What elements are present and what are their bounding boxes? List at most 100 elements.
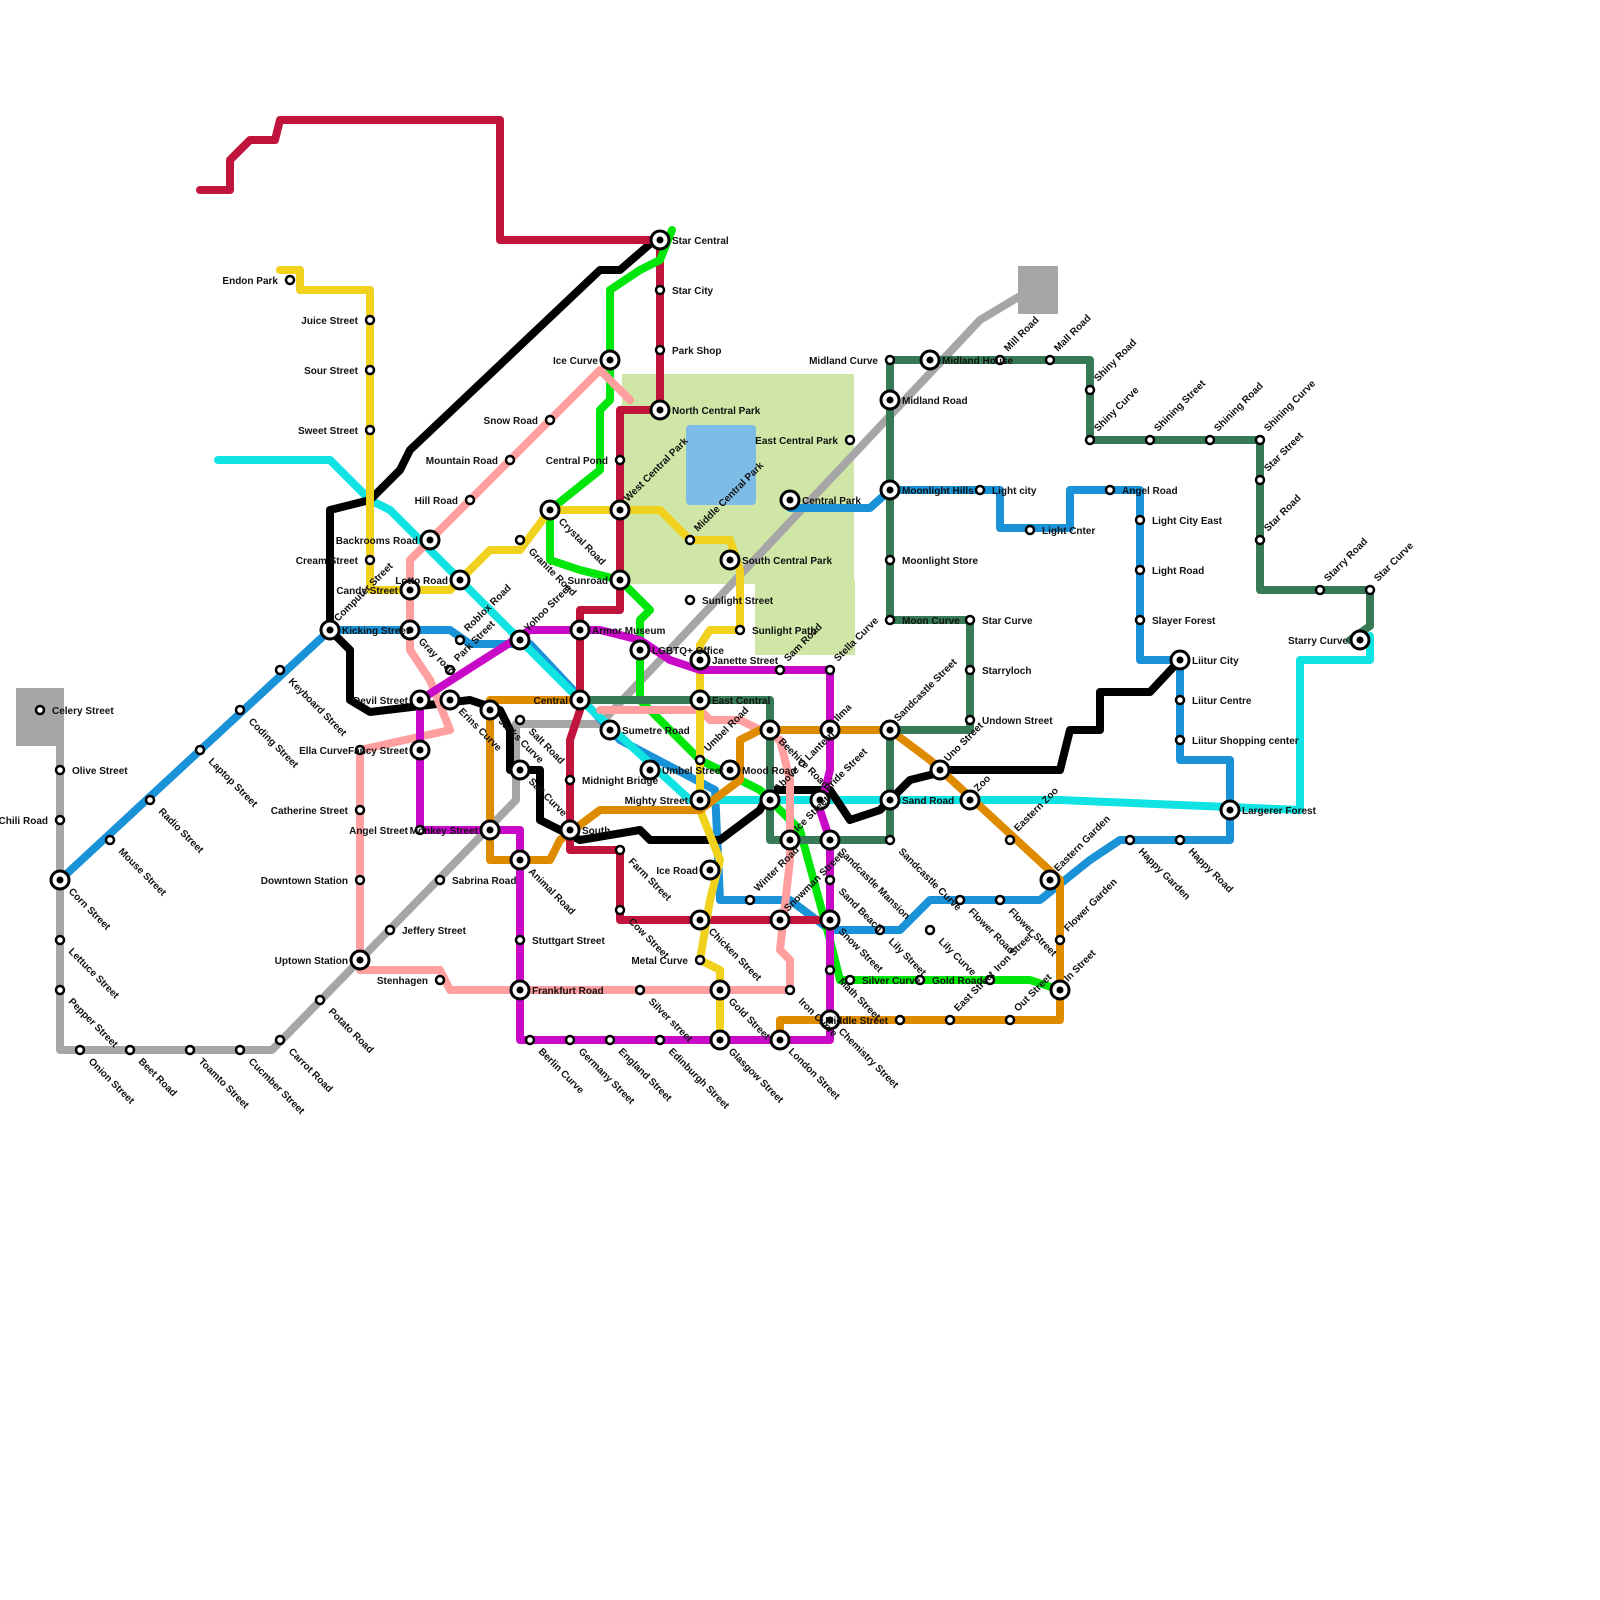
station-label-middle-street[interactable]: Middle Street xyxy=(825,1016,888,1027)
station-label-lettuce-street[interactable]: Lettuce Street xyxy=(66,946,121,1001)
station-label-mountain-road[interactable]: Mountain Road xyxy=(426,456,498,467)
station-label-beet-road[interactable]: Beet Road xyxy=(136,1056,179,1099)
station-label-moonlight-store[interactable]: Moonlight Store xyxy=(902,556,979,567)
station-label-lily-curve[interactable]: Lily Curve xyxy=(936,936,978,978)
station-label-crystal-road[interactable]: Crystal Road xyxy=(556,516,607,567)
station-label-light-road[interactable]: Light Road xyxy=(1152,566,1204,577)
station-label-angel-street[interactable]: Angel Street xyxy=(349,826,409,837)
station-label-keyboard-street[interactable]: Keyboard Street xyxy=(286,676,349,739)
station-label-lily-street[interactable]: Lily Street xyxy=(886,936,928,978)
station-label-star-city[interactable]: Star City xyxy=(672,286,714,297)
station-label-jeffery-street[interactable]: Jeffery Street xyxy=(402,926,467,937)
station-label-liitur-centre[interactable]: Liitur Centre xyxy=(1192,696,1252,707)
station-label-angel-road[interactable]: Angel Road xyxy=(1122,486,1178,497)
station-label-starryloch[interactable]: Starryloch xyxy=(982,666,1031,677)
station-label-ilma[interactable]: Ilma xyxy=(832,702,854,724)
station-label-largerer-forest[interactable]: Largerer Forest xyxy=(1242,806,1317,817)
station-label-in-street[interactable]: In Street xyxy=(1062,948,1099,985)
station-label-star-road[interactable]: Star Road xyxy=(1262,493,1303,534)
station-label-pepper-street[interactable]: Pepper Street xyxy=(66,996,120,1050)
station-label-winter-road[interactable]: Winter Road xyxy=(752,845,801,894)
station-label-animal-road[interactable]: Animal Road xyxy=(526,866,577,917)
station-label-moon-curve[interactable]: Moon Curve xyxy=(902,616,960,627)
station-label-star-street[interactable]: Star Street xyxy=(1262,430,1306,474)
station-label-backrooms-road[interactable]: Backrooms Road xyxy=(336,536,418,547)
station-label-midland-curve[interactable]: Midland Curve xyxy=(809,356,878,367)
station-label-lgbtq-office[interactable]: LGBTQ+ Office xyxy=(652,646,724,657)
station-label-gold-street[interactable]: Gold Street xyxy=(726,996,772,1042)
station-label-edinburgh-street[interactable]: Edinburgh Street xyxy=(666,1046,732,1112)
station-label-glasgow-street[interactable]: Glasgow Street xyxy=(726,1046,786,1106)
station-label-frankfurt-road[interactable]: Frankfurt Road xyxy=(532,986,604,997)
station-label-ella-curve[interactable]: Ella Curve xyxy=(299,746,348,757)
station-label-umbel-road[interactable]: Umbel Road xyxy=(702,705,751,754)
station-label-happy-road[interactable]: Happy Road xyxy=(1186,846,1235,895)
station-label-potato-road[interactable]: Potato Road xyxy=(326,1006,375,1055)
station-label-endon-park[interactable]: Endon Park xyxy=(222,276,278,287)
station-label-radio-street[interactable]: Radio Street xyxy=(156,806,206,856)
station-label-sandcastle-street[interactable]: Sandcastle Street xyxy=(892,657,960,725)
station-label-laptop-street[interactable]: Laptop Street xyxy=(206,756,260,810)
station-label-mood-road[interactable]: Mood Road xyxy=(742,766,796,777)
station-label-midnight-bridge[interactable]: Midnight Bridge xyxy=(582,776,659,787)
station-label-light-city-east[interactable]: Light City East xyxy=(1152,516,1223,527)
station-label-shining-curve[interactable]: Shining Curve xyxy=(1262,378,1318,434)
station-label-light-city[interactable]: Light city xyxy=(992,486,1037,497)
station-label-starry-road[interactable]: Starry Road xyxy=(1322,536,1370,584)
station-label-candy-street[interactable]: Candy Street xyxy=(336,586,398,597)
station-label-devil-street[interactable]: Devil Street xyxy=(353,696,409,707)
station-label-ice-road[interactable]: Ice Road xyxy=(656,866,698,877)
station-label-undown-street[interactable]: Undown Street xyxy=(982,716,1053,727)
station-label-celery-street[interactable]: Celery Street xyxy=(52,706,114,717)
station-label-shiny-curve[interactable]: Shiny Curve xyxy=(1092,385,1141,434)
station-label-mouse-street[interactable]: Mouse Street xyxy=(116,846,169,899)
station-label-chili-road[interactable]: Chili Road xyxy=(0,816,48,827)
station-label-ice-curve[interactable]: Ice Curve xyxy=(553,356,598,367)
station-label-chemistry-street[interactable]: Chemistry Street xyxy=(836,1026,901,1091)
station-label-sour-street[interactable]: Sour Street xyxy=(304,366,359,377)
station-label-uptown-station[interactable]: Uptown Station xyxy=(275,956,348,967)
station-label-london-street[interactable]: London Street xyxy=(786,1046,842,1102)
station-label-sunroad[interactable]: Sunroad xyxy=(567,576,608,587)
station-label-carrot-road[interactable]: Carrot Road xyxy=(286,1046,335,1095)
station-label-coding-street[interactable]: Coding Street xyxy=(246,716,301,771)
station-label-corn-street[interactable]: Corn Street xyxy=(66,886,113,933)
station-label-south[interactable]: South xyxy=(582,826,610,837)
station-label-metal-curve[interactable]: Metal Curve xyxy=(631,956,688,967)
station-label-sweet-street[interactable]: Sweet Street xyxy=(298,426,359,437)
station-label-south-central-park[interactable]: South Central Park xyxy=(742,556,832,567)
station-label-zoo[interactable]: Zoo xyxy=(972,773,993,794)
station-label-central-pond[interactable]: Central Pond xyxy=(546,456,608,467)
station-label-sunlight-path[interactable]: Sunlight Path xyxy=(752,626,816,637)
station-label-sumetre-road[interactable]: Sumetre Road xyxy=(622,726,690,737)
station-label-north-central-park[interactable]: North Central Park xyxy=(672,406,761,417)
station-label-moonlight-hills[interactable]: Moonlight Hills xyxy=(902,486,974,497)
station-label-happy-garden[interactable]: Happy Garden xyxy=(1136,846,1192,902)
station-label-kicking-street[interactable]: Kicking Street xyxy=(342,626,410,637)
station-label-central-park[interactable]: Central Park xyxy=(802,496,861,507)
station-label-stenhagen[interactable]: Stenhagen xyxy=(377,976,428,987)
station-label-flower-garden[interactable]: Flower Garden xyxy=(1062,877,1119,934)
station-label-monkey-street[interactable]: Monkey Street xyxy=(410,826,479,837)
station-label-eastern-zoo[interactable]: Eastern Zoo xyxy=(1012,785,1061,834)
station-label-east-central-park[interactable]: East Central Park xyxy=(755,436,838,447)
station-label-sand-road[interactable]: Sand Road xyxy=(902,796,954,807)
station-label-east-central[interactable]: East Central xyxy=(712,696,771,707)
station-label-stuttgart-street[interactable]: Stuttgart Street xyxy=(532,936,605,947)
station-label-gold-road[interactable]: Gold Road xyxy=(932,976,983,987)
station-label-slayer-forest[interactable]: Slayer Forest xyxy=(1152,616,1216,627)
station-label-star-central[interactable]: Star Central xyxy=(672,236,729,247)
station-label-shining-street[interactable]: Shining Street xyxy=(1152,378,1208,434)
station-label-janette-street[interactable]: Janette Street xyxy=(712,656,779,667)
station-label-lotto-road[interactable]: Lotto Road xyxy=(395,576,448,587)
station-label-onion-street[interactable]: Onion Street xyxy=(86,1056,137,1107)
station-label-salt-curve[interactable]: Salt Curve xyxy=(526,776,569,819)
station-label-star-curve[interactable]: Star Curve xyxy=(1372,540,1416,584)
station-label-farm-street[interactable]: Farm Street xyxy=(626,856,674,904)
station-label-shiny-road[interactable]: Shiny Road xyxy=(1092,337,1139,384)
station-label-starry-curve[interactable]: Starry Curve xyxy=(1288,636,1348,647)
station-label-light-cnter[interactable]: Light Cnter xyxy=(1042,526,1095,537)
station-label-liitur-shopping-center[interactable]: Liitur Shopping center xyxy=(1192,736,1299,747)
station-label-sunlight-street[interactable]: Sunlight Street xyxy=(702,596,774,607)
station-label-mighty-street[interactable]: Mighty Street xyxy=(625,796,689,807)
